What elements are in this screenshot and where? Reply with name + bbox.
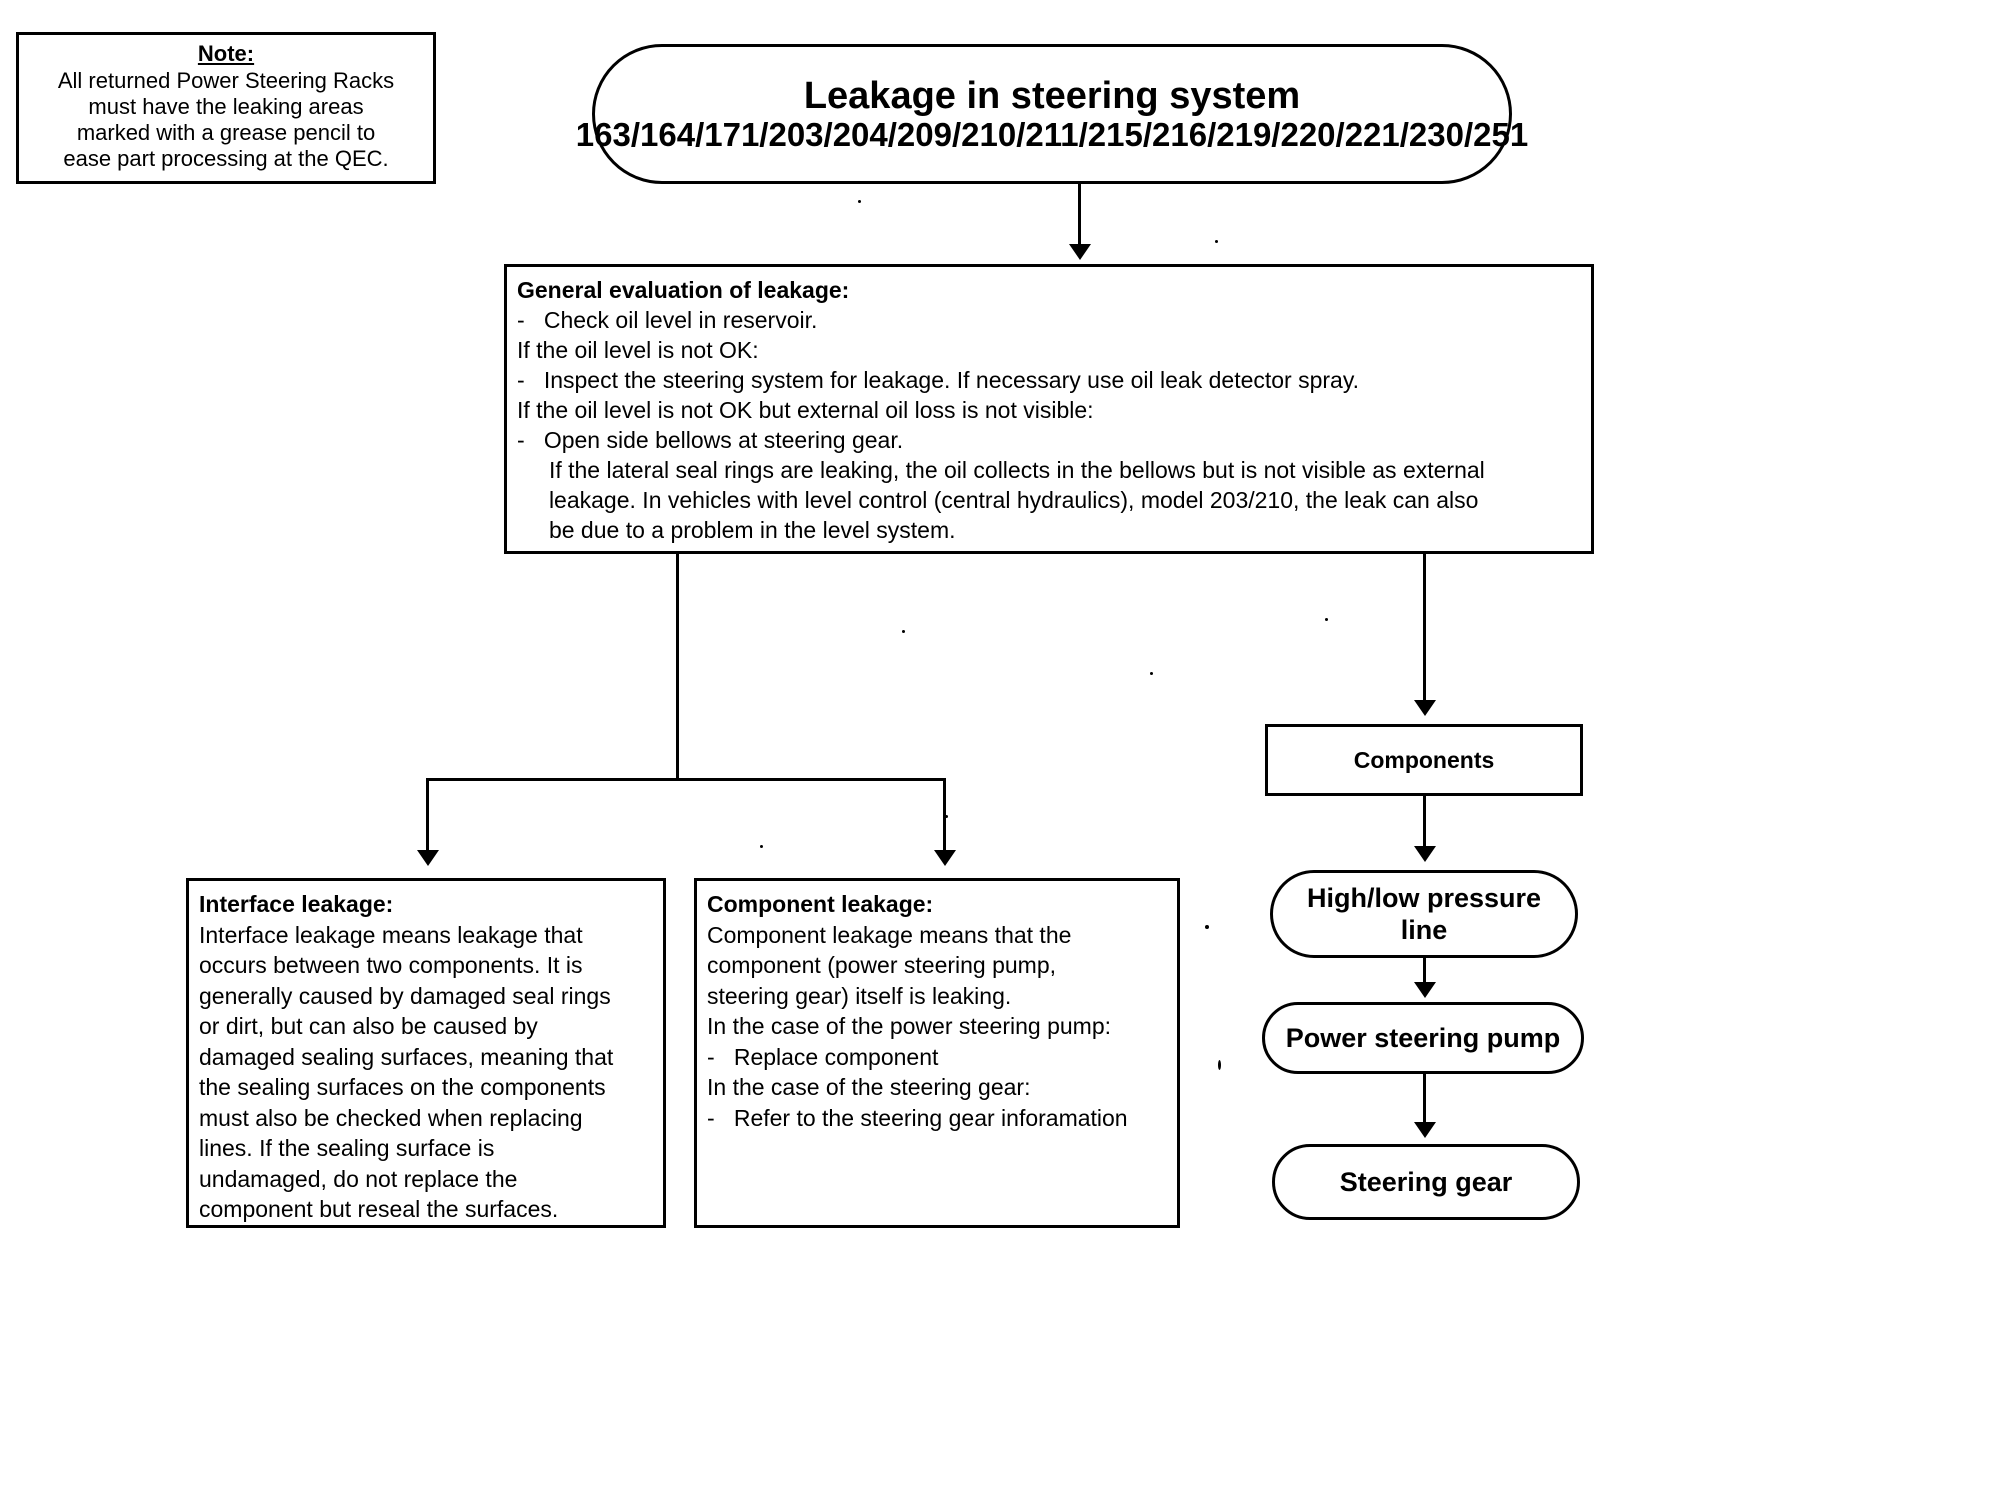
interface-leakage-line-6: must also be checked when replacing bbox=[199, 1104, 583, 1131]
component-leakage-heading: Component leakage: bbox=[707, 891, 934, 917]
connector-general-left-stem bbox=[676, 554, 679, 780]
component-leakage-line-2: steering gear) itself is leaking. bbox=[707, 982, 1012, 1009]
scan-speck bbox=[1205, 925, 1209, 929]
interface-leakage-box: Interface leakage: Interface leakage mea… bbox=[186, 878, 666, 1228]
general-evaluation-box: General evaluation of leakage: - Check o… bbox=[504, 264, 1594, 554]
component-leakage-line-1: component (power steering pump, bbox=[707, 952, 1057, 978]
high-low-pressure-line-label-1: High/low pressure bbox=[1306, 883, 1542, 913]
steering-gear-label: Steering gear bbox=[1339, 1166, 1513, 1197]
scan-speck bbox=[1150, 672, 1153, 675]
note-line-2: marked with a grease pencil to bbox=[76, 120, 376, 145]
general-evaluation-line-4: - Open side bellows at steering gear. bbox=[517, 427, 904, 453]
arrowhead-hl-line bbox=[1414, 846, 1436, 862]
general-evaluation-line-7: be due to a problem in the level system. bbox=[517, 517, 956, 543]
note-title: Note: bbox=[197, 41, 255, 66]
components-header-box: Components bbox=[1265, 724, 1583, 796]
interface-leakage-line-4: damaged sealing surfaces, meaning that bbox=[199, 1043, 614, 1070]
interface-leakage-line-8: undamaged, do not replace the bbox=[199, 1165, 518, 1192]
scan-speck bbox=[1325, 618, 1328, 621]
arrowhead-gear bbox=[1414, 1122, 1436, 1138]
connector-split-right-drop bbox=[943, 778, 946, 854]
component-leakage-line-5: In the case of the steering gear: bbox=[707, 1074, 1031, 1100]
power-steering-pump-label: Power steering pump bbox=[1285, 1022, 1561, 1053]
interface-leakage-heading: Interface leakage: bbox=[199, 891, 394, 917]
interface-leakage-line-5: the sealing surfaces on the components bbox=[199, 1074, 606, 1100]
title-node: Leakage in steering system 163/164/171/2… bbox=[576, 44, 1528, 184]
arrowhead-pump bbox=[1414, 982, 1436, 998]
power-steering-pump-node: Power steering pump bbox=[1262, 1002, 1584, 1074]
note-box: Note: All returned Power Steering Racks … bbox=[16, 32, 436, 184]
component-leakage-line-0: Component leakage means that the bbox=[707, 921, 1072, 948]
scan-speck bbox=[760, 845, 763, 848]
component-leakage-box: Component leakage: Component leakage mea… bbox=[694, 878, 1180, 1228]
interface-leakage-line-1: occurs between two components. It is bbox=[199, 952, 583, 978]
connector-pump-to-gear bbox=[1423, 1074, 1426, 1128]
title-node-line1: Leakage in steering system bbox=[803, 75, 1301, 117]
interface-leakage-line-9: component but reseal the surfaces. bbox=[199, 1196, 559, 1222]
components-header-label: Components bbox=[1353, 746, 1495, 773]
note-line-0: All returned Power Steering Racks bbox=[57, 68, 395, 93]
connector-split-horizontal bbox=[426, 778, 946, 781]
interface-leakage-line-7: lines. If the sealing surface is bbox=[199, 1135, 495, 1161]
note-line-3: ease part processing at the QEC. bbox=[63, 146, 389, 171]
connector-hl-line-to-pump bbox=[1423, 958, 1426, 988]
connector-general-to-components bbox=[1423, 554, 1426, 704]
general-evaluation-line-6: leakage. In vehicles with level control … bbox=[517, 487, 1479, 513]
high-low-pressure-line-node: High/low pressure line bbox=[1270, 870, 1578, 958]
general-evaluation-heading: General evaluation of leakage: bbox=[517, 277, 850, 303]
scan-speck bbox=[1215, 240, 1218, 243]
connector-title-to-general bbox=[1078, 184, 1081, 246]
interface-leakage-line-0: Interface leakage means leakage that bbox=[199, 921, 583, 948]
connector-components-to-hl-line bbox=[1423, 796, 1426, 852]
general-evaluation-line-5: If the lateral seal rings are leaking, t… bbox=[517, 457, 1485, 483]
arrowhead-interface-box bbox=[417, 850, 439, 866]
arrowhead-title-to-general bbox=[1069, 244, 1091, 260]
scan-speck bbox=[858, 200, 861, 203]
steering-gear-node: Steering gear bbox=[1272, 1144, 1580, 1220]
component-leakage-line-3: In the case of the power steering pump: bbox=[707, 1013, 1112, 1039]
arrowhead-components bbox=[1414, 700, 1436, 716]
general-evaluation-line-2: - Inspect the steering system for leakag… bbox=[517, 367, 1360, 393]
arrowhead-component-box bbox=[934, 850, 956, 866]
note-line-1: must have the leaking areas bbox=[88, 94, 364, 119]
interface-leakage-line-3: or dirt, but can also be caused by bbox=[199, 1013, 538, 1039]
component-leakage-line-6: - Refer to the steering gear inforamatio… bbox=[707, 1104, 1128, 1131]
general-evaluation-line-0: - Check oil level in reservoir. bbox=[517, 307, 818, 333]
general-evaluation-line-1: If the oil level is not OK: bbox=[517, 337, 759, 363]
scan-speck bbox=[1218, 1060, 1221, 1070]
general-evaluation-line-3: If the oil level is not OK but external … bbox=[517, 397, 1094, 423]
interface-leakage-line-2: generally caused by damaged seal rings bbox=[199, 982, 611, 1009]
connector-split-left-drop bbox=[426, 778, 429, 854]
scan-speck bbox=[945, 815, 948, 818]
title-node-line2: 163/164/171/203/204/209/210/211/215/216/… bbox=[575, 116, 1529, 153]
scan-speck bbox=[902, 630, 905, 633]
component-leakage-line-4: - Replace component bbox=[707, 1043, 939, 1070]
high-low-pressure-line-label-2: line bbox=[1400, 915, 1448, 945]
